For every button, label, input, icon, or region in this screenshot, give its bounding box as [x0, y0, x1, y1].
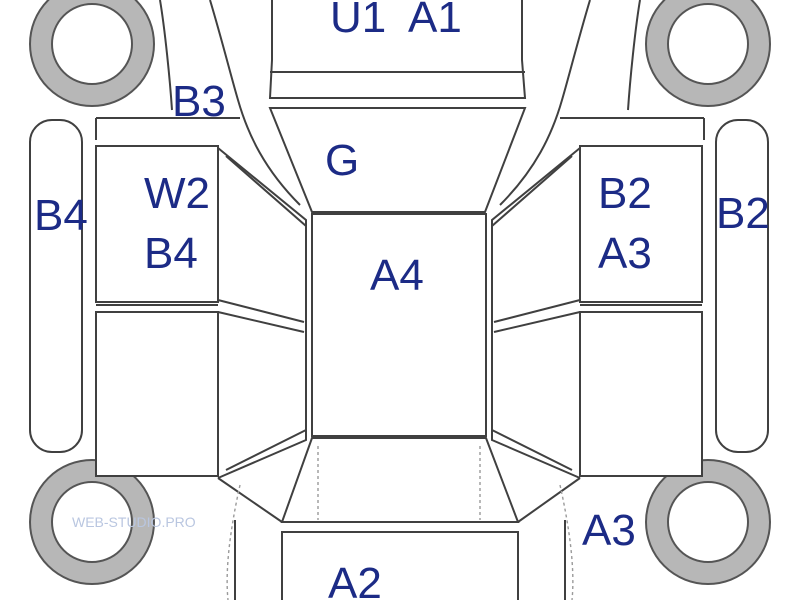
label-left-corner: B3	[172, 77, 226, 126]
left-side-pillars	[217, 147, 307, 479]
rear-quarter-lines	[217, 477, 581, 600]
windshield-panel	[268, 107, 527, 213]
body-outline	[95, 0, 705, 206]
rear-right-wheel	[645, 459, 771, 585]
watermark: WEB-STUDIO.PRO	[72, 514, 196, 530]
label-right-sill: B2	[716, 189, 770, 238]
label-right-rear-corner: A3	[582, 506, 636, 555]
right-side-pillars	[491, 147, 581, 479]
left-sill-panel	[29, 119, 83, 453]
rear-left-wheel	[29, 459, 155, 585]
front-left-wheel	[29, 0, 155, 107]
left-rear-door	[95, 311, 219, 477]
label-left-door-code2: B4	[144, 229, 198, 278]
right-rear-door	[579, 311, 703, 477]
front-right-wheel	[645, 0, 771, 107]
right-front-door	[579, 145, 703, 303]
roof-panel	[311, 213, 487, 437]
label-left-sill: B4	[34, 191, 88, 240]
rear-window-defroster	[317, 446, 481, 520]
label-rear: A2	[328, 559, 382, 600]
label-right-door-code1: B2	[598, 169, 652, 218]
label-roof-center: A4	[370, 251, 424, 300]
trunk-panel	[281, 531, 519, 600]
label-roof-top-code: A1	[408, 0, 462, 42]
left-front-door	[95, 145, 219, 303]
label-left-door-code1: W2	[144, 169, 210, 218]
hood-panel	[268, 0, 527, 99]
label-right-door-code2: A3	[598, 229, 652, 278]
rear-window-panel	[280, 437, 520, 523]
label-windshield: G	[325, 136, 359, 185]
right-sill-panel	[715, 119, 769, 453]
label-roof-top: U1	[330, 0, 386, 42]
